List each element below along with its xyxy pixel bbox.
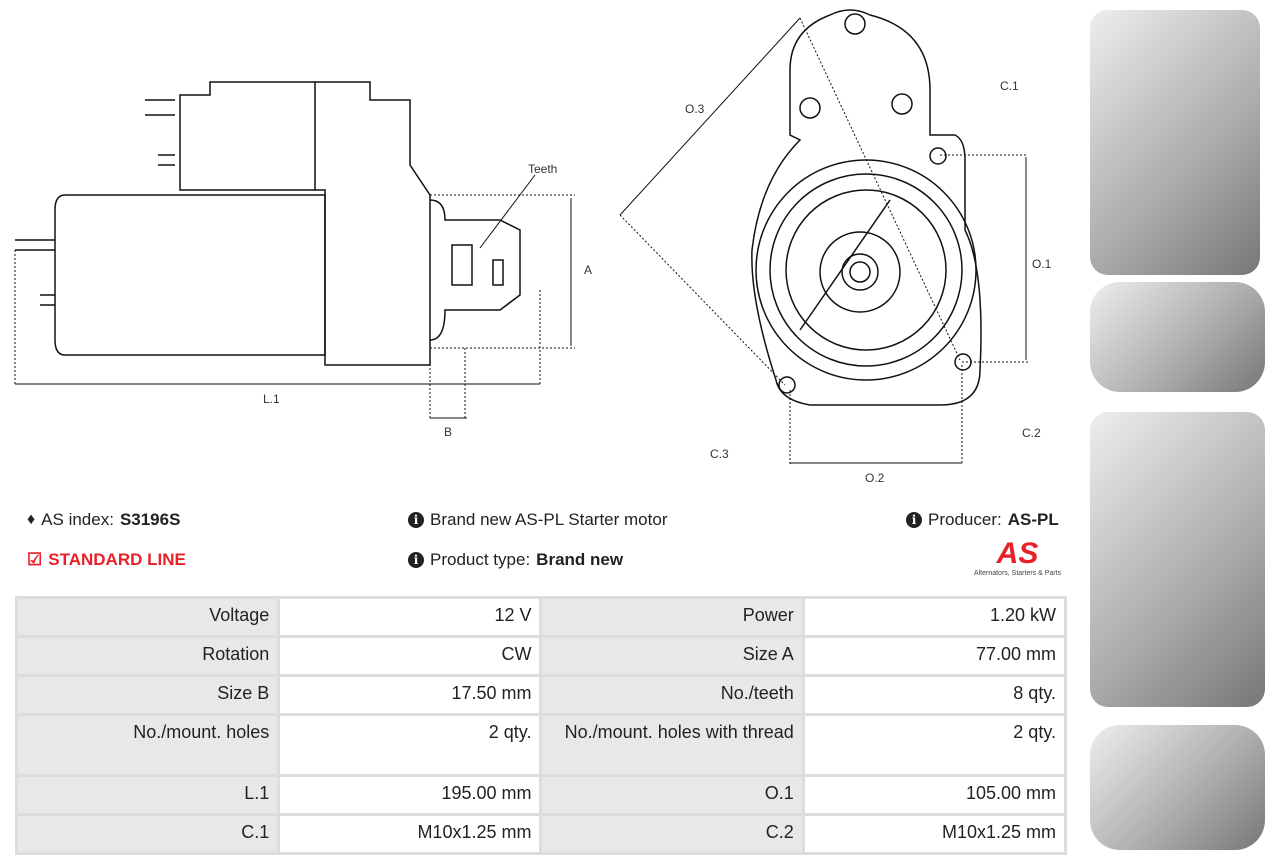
spec-value: CW [277, 635, 543, 677]
product-type-label: Product type: [430, 550, 531, 569]
spec-value: M10x1.25 mm [277, 813, 543, 855]
description: i Brand new AS-PL Starter motor [408, 510, 667, 530]
producer: i Producer: AS-PL [906, 510, 1059, 530]
spec-value: 77.00 mm [801, 635, 1068, 677]
spec-value: 2 qty. [801, 713, 1068, 777]
tags-icon: ♦ [27, 511, 36, 528]
dim-o2-label: O.2 [865, 471, 885, 485]
spec-label: C.2 [539, 813, 805, 855]
spec-value: M10x1.25 mm [801, 813, 1068, 855]
side-view-drawing [15, 81, 521, 366]
info-icon: i [408, 552, 424, 568]
spec-value: 1.20 kW [801, 596, 1068, 638]
dim-o3-label: O.3 [685, 102, 705, 116]
product-photo-angle[interactable] [1090, 725, 1265, 850]
dim-c3-label: C.3 [710, 447, 729, 461]
spec-label: O.1 [539, 774, 805, 816]
as-index: ♦ AS index: S3196S [27, 510, 180, 530]
dim-c2-label: C.2 [1022, 426, 1041, 440]
description-text: Brand new AS-PL Starter motor [430, 510, 668, 529]
spec-label: Size B [14, 674, 281, 716]
product-photo-front[interactable] [1090, 10, 1260, 275]
front-view-drawing [751, 9, 982, 406]
dimension-lines [14, 17, 1028, 465]
spec-label: Rotation [14, 635, 281, 677]
producer-value: AS-PL [1007, 510, 1059, 529]
logo-tagline: Alternators, Starters & Parts [973, 570, 1062, 577]
as-pl-logo: AS Alternators, Starters & Parts [965, 537, 1070, 578]
product-type-value: Brand new [536, 550, 624, 569]
producer-label: Producer: [928, 510, 1002, 529]
spec-label: No./mount. holes with thread [539, 713, 805, 777]
checkbox-icon: ☑ [27, 550, 43, 569]
info-icon: i [408, 512, 424, 528]
dim-b-label: B [444, 425, 452, 439]
technical-drawing: Teeth A B L.1 O.3 C.1 O.1 C.2 C.3 O.2 [14, 9, 1052, 485]
spec-label: Voltage [14, 596, 281, 638]
spec-value: 105.00 mm [801, 774, 1068, 816]
standard-line: ☑ STANDARD LINE [27, 550, 186, 570]
spec-label: Size A [539, 635, 805, 677]
spec-value: 17.50 mm [277, 674, 543, 716]
product-type: i Product type: Brand new [408, 550, 623, 570]
spec-value: 8 qty. [801, 674, 1068, 716]
spec-label: Power [539, 596, 805, 638]
standard-line-label: STANDARD LINE [48, 550, 186, 569]
dim-a-label: A [584, 263, 592, 277]
as-index-value: S3196S [119, 510, 181, 529]
dim-o1-label: O.1 [1032, 257, 1052, 271]
dim-l1-label: L.1 [263, 392, 280, 406]
spec-label: No./teeth [539, 674, 805, 716]
spec-label: No./mount. holes [14, 713, 281, 777]
spec-value: 2 qty. [277, 713, 543, 777]
dim-c1-label: C.1 [1000, 79, 1019, 93]
as-index-label: AS index: [41, 510, 114, 529]
logo-text: AS [996, 537, 1039, 570]
spec-value: 12 V [277, 596, 543, 638]
spec-label: C.1 [14, 813, 281, 855]
info-icon: i [906, 512, 922, 528]
spec-value: 195.00 mm [277, 774, 543, 816]
product-photo-rear[interactable] [1090, 412, 1265, 707]
teeth-label: Teeth [528, 162, 557, 176]
dimension-arrows [15, 17, 1027, 464]
spec-label: L.1 [14, 774, 281, 816]
product-photo-side[interactable] [1090, 282, 1265, 392]
